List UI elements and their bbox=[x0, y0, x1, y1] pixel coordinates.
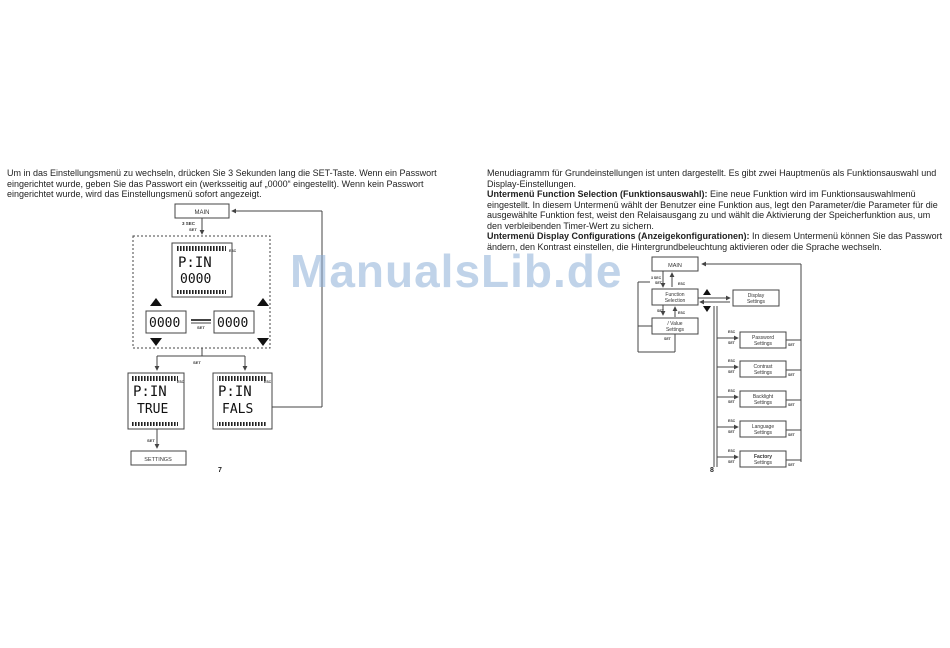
item-5-l1: Factory bbox=[754, 454, 772, 460]
factory-settings-box bbox=[739, 450, 787, 468]
set-p-r: SET bbox=[788, 343, 796, 347]
up-arrow-icon-r bbox=[703, 289, 711, 295]
digit-left-value: 0000 bbox=[149, 316, 180, 331]
contrast-settings-box bbox=[739, 360, 787, 378]
esc-f: ESC bbox=[728, 449, 736, 453]
esc-lcd-false: ESC bbox=[264, 380, 272, 384]
lcd-false-text: FALS bbox=[222, 402, 253, 417]
esc-lcd-top: ESC bbox=[229, 249, 237, 253]
right-text: Menudiagramm für Grundeinstellungen ist … bbox=[487, 168, 947, 252]
intro-text: Menudiagramm für Grundeinstellungen ist … bbox=[487, 168, 937, 189]
left-flowchart bbox=[127, 203, 323, 466]
right-flowchart bbox=[637, 256, 802, 468]
hold-label: 3 SEC bbox=[182, 221, 196, 226]
esc-lcd-true: ESC bbox=[177, 380, 185, 384]
function-label-2: Selection bbox=[665, 298, 686, 304]
value-label-1: / Value bbox=[667, 321, 682, 327]
settings-box bbox=[130, 450, 187, 466]
function-selection-box bbox=[651, 288, 699, 306]
set-l-r: SET bbox=[788, 433, 796, 437]
set-label-top: SET bbox=[189, 227, 197, 232]
r-main-box bbox=[651, 256, 699, 272]
esc-c: ESC bbox=[728, 359, 736, 363]
item-2-l2: Settings bbox=[754, 370, 773, 376]
set-c: SET bbox=[728, 370, 736, 374]
set-l: SET bbox=[728, 430, 736, 434]
lcd-pin-label: P:IN bbox=[178, 255, 212, 271]
page-number-left: 7 bbox=[218, 467, 222, 474]
display-label-1: Display bbox=[748, 293, 765, 299]
set-c-r: SET bbox=[788, 373, 796, 377]
item-3-l1: Backlight bbox=[753, 394, 774, 400]
main-label: MAIN bbox=[195, 210, 210, 216]
item-1-l2: Settings bbox=[754, 341, 773, 347]
function-label-1: Function bbox=[665, 292, 684, 298]
r-esc-label-1: ESC bbox=[678, 282, 686, 286]
set-label-mid: SET bbox=[197, 325, 205, 330]
set-f: SET bbox=[728, 460, 736, 464]
lcd-true-pin: P:IN bbox=[133, 384, 167, 400]
set-label-split: SET bbox=[193, 360, 201, 365]
r-hold-label: 3 SEC bbox=[651, 276, 662, 280]
lcd-false-pin: P:IN bbox=[218, 384, 252, 400]
display-config-text: In diesem Untermenü können Sie das Passw… bbox=[487, 231, 943, 252]
esc-p: ESC bbox=[728, 330, 736, 334]
lcd-false bbox=[212, 372, 273, 430]
down-arrow-right-icon bbox=[257, 338, 269, 346]
settings-label: SETTINGS bbox=[144, 457, 172, 463]
r-main-label: MAIN bbox=[668, 263, 682, 269]
digit-box-left bbox=[145, 310, 187, 334]
down-arrow-left-icon bbox=[150, 338, 162, 346]
item-5-l2: Settings bbox=[754, 460, 773, 466]
down-arrow-icon-r bbox=[703, 306, 711, 312]
set-label-bottom: SET bbox=[147, 438, 155, 443]
set-b-r: SET bbox=[788, 403, 796, 407]
item-2-l1: Contrast bbox=[754, 364, 774, 370]
digit-box-right bbox=[213, 310, 255, 334]
r-set-label-3: SET bbox=[664, 337, 672, 341]
item-4-l2: Settings bbox=[754, 430, 773, 436]
set-p: SET bbox=[728, 341, 736, 345]
heading-display-config: Untermenü Display Configurations (Anzeig… bbox=[487, 231, 750, 241]
digit-right-value: 0000 bbox=[217, 316, 248, 331]
left-flowchart-text: MAIN 3 SEC SET P:IN 0000 ESC 0000 0000 S… bbox=[133, 210, 272, 463]
set-f-r: SET bbox=[788, 463, 796, 467]
esc-l: ESC bbox=[728, 419, 736, 423]
item-4-l1: Language bbox=[752, 424, 774, 430]
page-number-right: 8 bbox=[710, 467, 714, 474]
right-flowchart-text: MAIN 3 SEC SET ESC Function Selection Di… bbox=[651, 263, 796, 467]
display-settings-box bbox=[732, 289, 780, 307]
item-3-l2: Settings bbox=[754, 400, 773, 406]
set-b: SET bbox=[728, 400, 736, 404]
display-label-2: Settings bbox=[747, 299, 766, 305]
up-arrow-left-icon bbox=[150, 298, 162, 306]
left-paragraph: Um in das Einstellungsmenü zu wechseln, … bbox=[7, 168, 437, 199]
r-set-label-1: SET bbox=[655, 281, 663, 285]
lcd-true-text: TRUE bbox=[137, 402, 168, 417]
watermark: ManualsLib.de bbox=[290, 245, 623, 297]
lcd-pin-entry bbox=[171, 242, 233, 298]
value-label-2: Settings bbox=[666, 327, 685, 333]
item-1-l1: Password bbox=[752, 335, 774, 341]
lcd-pin-value: 0000 bbox=[180, 272, 211, 287]
heading-function-selection: Untermenü Function Selection (Funktionsa… bbox=[487, 189, 708, 199]
lcd-true bbox=[127, 372, 185, 430]
r-esc-label-2: ESC bbox=[678, 311, 686, 315]
up-arrow-right-icon bbox=[257, 298, 269, 306]
backlight-settings-box bbox=[739, 390, 787, 408]
r-set-label-2: SET bbox=[657, 309, 665, 313]
esc-b: ESC bbox=[728, 389, 736, 393]
function-selection-text: Eine neue Funktion wird im Funktionsausw… bbox=[487, 189, 938, 231]
language-settings-box bbox=[739, 420, 787, 438]
